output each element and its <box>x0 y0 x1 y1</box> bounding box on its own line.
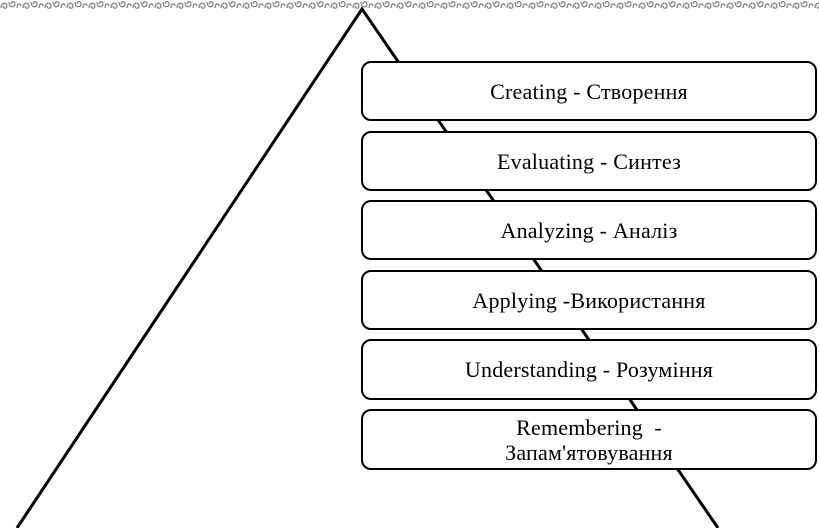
level-understanding-label: Understanding - Розуміння <box>464 357 714 382</box>
level-analyzing: Analyzing - Аналіз <box>361 200 817 260</box>
level-evaluating-label: Evaluating - Синтез <box>497 148 681 174</box>
level-creating: Creating - Створення <box>361 61 817 121</box>
level-creating-label: Creating - Створення <box>490 78 688 104</box>
level-analyzing-label: Analyzing - Аналіз <box>500 217 678 243</box>
ornamental-border <box>0 0 819 11</box>
level-applying: Applying -Використання <box>361 270 817 330</box>
level-remembering-label-line1: Remembering - <box>516 414 662 440</box>
level-understanding: Understanding - Розуміння <box>361 339 817 400</box>
level-applying-label: Applying -Використання <box>472 287 706 313</box>
level-evaluating: Evaluating - Синтез <box>361 131 817 191</box>
level-remembering-label-line2: Запам'ятовування <box>505 439 673 465</box>
level-remembering: Remembering - Запам'ятовування <box>361 409 817 470</box>
